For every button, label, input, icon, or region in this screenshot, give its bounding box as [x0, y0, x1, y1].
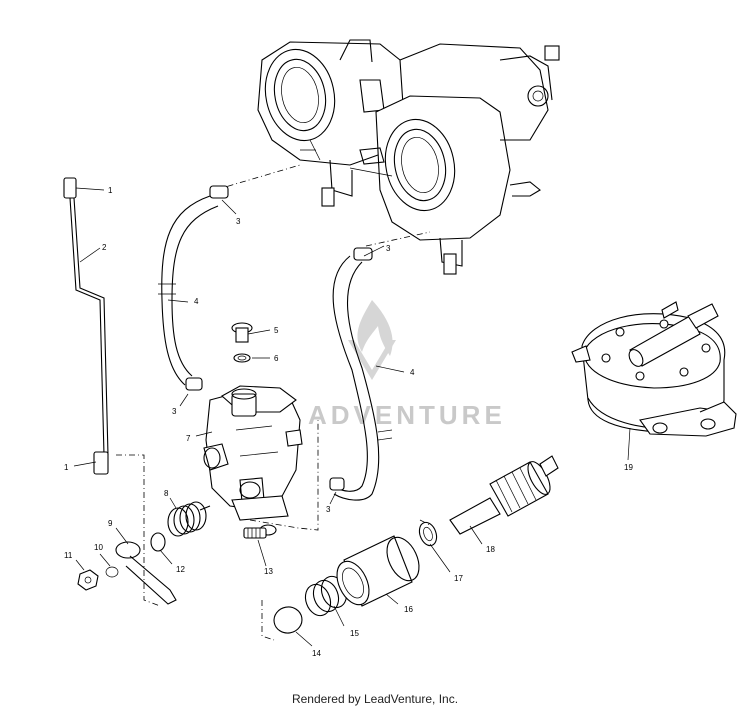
callout-3-top-right: 3: [386, 244, 391, 253]
sleeve: [336, 535, 420, 607]
callout-16: 16: [404, 605, 413, 614]
callout-7: 7: [186, 434, 191, 443]
callout-11: 11: [64, 551, 73, 560]
callout-13: 13: [264, 567, 273, 576]
washer: [418, 521, 438, 547]
watermark: ADVENTURE: [308, 300, 506, 430]
fuel-hose-left: [158, 185, 229, 386]
callout-5: 5: [274, 326, 279, 335]
fuel-pump: [571, 301, 737, 437]
callout-10: 10: [94, 543, 103, 552]
callout-1-bottom: 1: [64, 463, 69, 472]
callout-1-top: 1: [108, 186, 113, 195]
lever-assembly: [77, 532, 177, 605]
screw: [243, 524, 277, 539]
callouts: 1 2 1 3 4 3 4 5 6 3 7 3 8 9 10 11 12 13 …: [64, 186, 633, 658]
callout-19: 19: [624, 463, 633, 472]
spring: [167, 501, 211, 537]
oil-pump: [185, 377, 303, 521]
banjo-bolt: [231, 322, 253, 363]
footer-credit: Rendered by LeadVenture, Inc.: [291, 692, 459, 706]
callout-3-top-left: 3: [236, 217, 241, 226]
watermark-text: ADVENTURE: [308, 400, 506, 430]
callout-14: 14: [312, 649, 321, 658]
callout-6: 6: [274, 354, 279, 363]
fuel-hose-right: [329, 247, 393, 501]
leader-lines: [73, 187, 631, 647]
callout-4-left: 4: [194, 297, 199, 306]
callout-2: 2: [102, 243, 107, 252]
callout-4-right: 4: [410, 368, 415, 377]
guide-lines: [116, 164, 431, 641]
callout-9: 9: [108, 519, 113, 528]
callout-8: 8: [164, 489, 169, 498]
o-ring: [273, 606, 303, 634]
callout-15: 15: [350, 629, 359, 638]
callout-12: 12: [176, 565, 185, 574]
drive-shaft: [449, 455, 559, 535]
callout-17: 17: [454, 574, 463, 583]
callout-18: 18: [486, 545, 495, 554]
callout-3-lower: 3: [326, 505, 331, 514]
callout-3-pump: 3: [172, 407, 177, 416]
carburetor-assembly: [257, 39, 560, 275]
oil-pump-control-rod: [63, 177, 109, 475]
